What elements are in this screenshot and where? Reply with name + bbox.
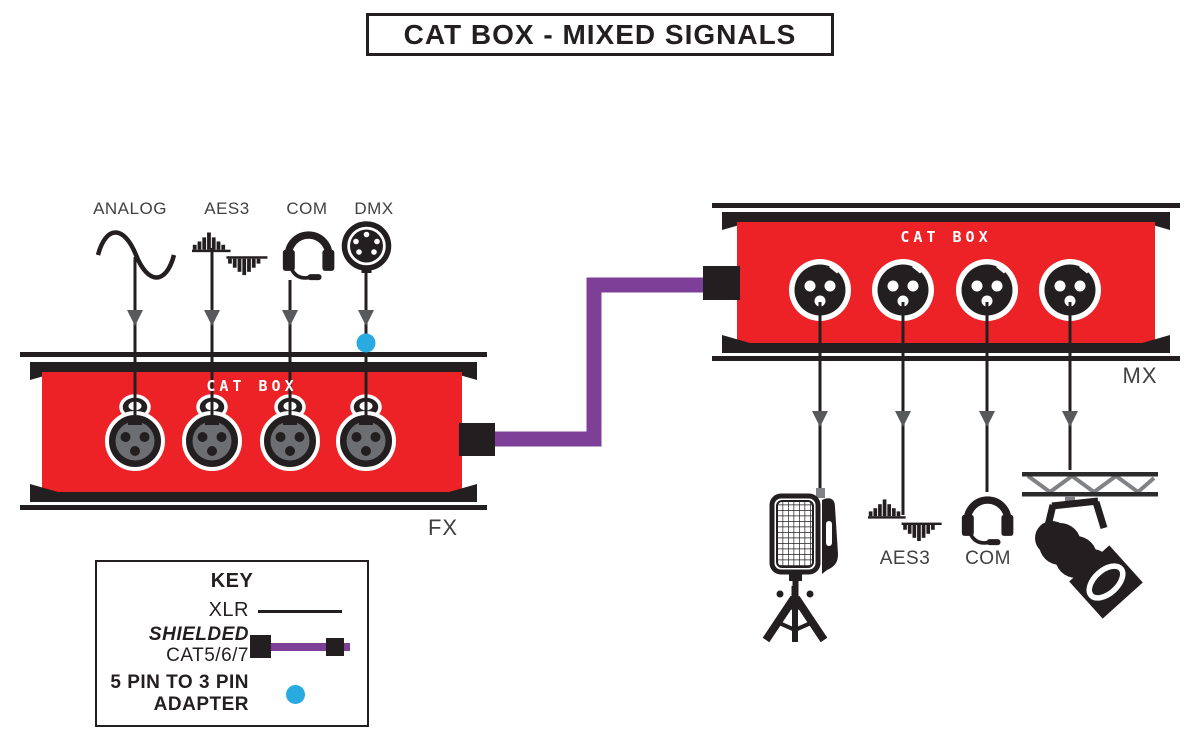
mx-xlr-male-connectors — [789, 259, 1101, 321]
fx-xlr-female-connectors — [105, 394, 396, 471]
input-label-analog: ANALOG — [93, 199, 167, 218]
input-label-dmx: DMX — [354, 199, 394, 218]
xlr-male-icon — [956, 259, 1018, 321]
key-title: KEY — [210, 570, 254, 592]
xlr-male-icon — [872, 259, 934, 321]
input-arrows — [127, 310, 374, 326]
input-label-com: COM — [286, 199, 328, 218]
dmx-5pin-connector-icon — [341, 221, 392, 273]
arrow-down-icon — [204, 310, 220, 326]
fx-box-name: FX — [427, 515, 459, 540]
arrow-down-icon — [895, 411, 911, 427]
output-arrows — [812, 411, 1078, 427]
arrow-down-icon — [979, 411, 995, 427]
arrow-down-icon — [127, 310, 143, 326]
led-panel-light-icon — [762, 488, 838, 643]
stage-light-truss-icon — [1022, 472, 1158, 619]
mx-panel-label: CAT BOX — [900, 228, 992, 246]
key-label-adapter: ADAPTER — [153, 694, 249, 715]
key-label-xlr: XLR — [208, 599, 249, 621]
digital-audio-bars-icon — [192, 232, 268, 276]
key-legend: KEY XLR SHIELDED CAT5/6/7 5 PIN TO 3 PIN… — [95, 560, 369, 727]
mx-box-name: MX — [1122, 363, 1158, 388]
xlr-male-icon — [789, 259, 851, 321]
arrow-down-icon — [1062, 411, 1078, 427]
shielded-cable-symbol — [250, 635, 350, 658]
arrow-down-icon — [812, 411, 828, 427]
key-label-5pin: 5 PIN TO 3 PIN — [110, 672, 249, 693]
five-to-three-pin-adapter-dot — [356, 333, 376, 353]
fx-cat-box — [20, 352, 487, 510]
shielded-cat5-cable — [459, 266, 740, 456]
headset-icon — [282, 231, 335, 281]
xlr-male-icon — [1039, 259, 1101, 321]
sine-wave-icon — [95, 230, 177, 280]
diagram-title: CAT BOX - MIXED SIGNALS — [366, 13, 834, 56]
key-label-shielded: SHIELDED — [148, 624, 249, 645]
fx-panel-label: CAT BOX — [206, 377, 298, 395]
arrow-down-icon — [358, 310, 374, 326]
xlr-female-icon — [260, 394, 320, 471]
mx-rj45-port — [703, 266, 740, 300]
fx-rj45-port — [459, 423, 495, 456]
output-xlr-lines — [818, 302, 1072, 515]
xlr-female-icon — [336, 394, 396, 471]
arrow-down-icon — [282, 310, 298, 326]
output-label-com: COM — [965, 548, 1011, 569]
mx-cat-box — [712, 203, 1180, 361]
xlr-line-symbol — [258, 610, 342, 613]
output-label-aes3: AES3 — [879, 548, 931, 569]
input-label-aes3: AES3 — [204, 199, 250, 218]
headset-icon — [961, 496, 1014, 546]
blue-adapter-dot-symbol — [286, 685, 305, 704]
digital-audio-bars-icon — [868, 499, 942, 541]
key-label-cat567: CAT5/6/7 — [166, 645, 249, 666]
